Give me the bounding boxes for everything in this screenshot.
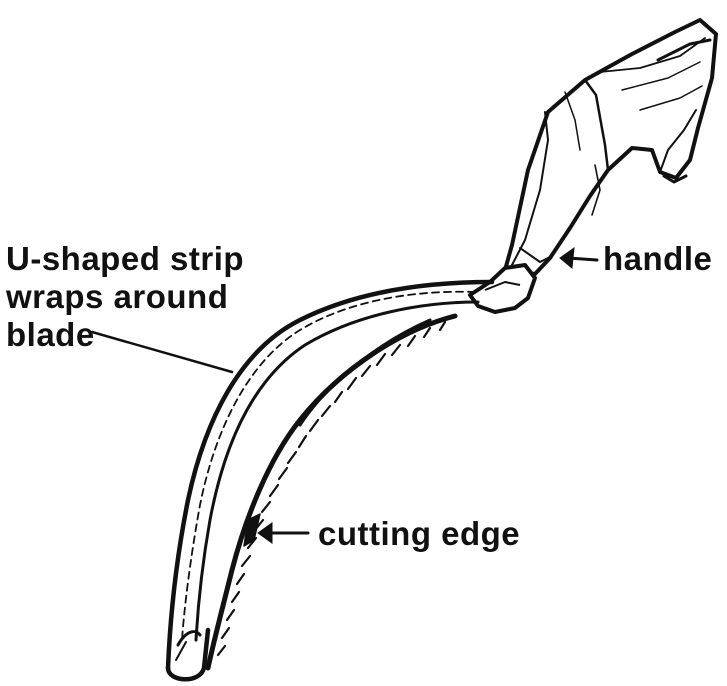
cutting-edge-arrow [258, 523, 308, 543]
strip-label-line-3: blade [6, 316, 244, 354]
neck-shape [470, 265, 535, 312]
handle-label: handle [603, 240, 712, 278]
strip-label-line-2: wraps around [6, 278, 244, 316]
cutting-edge-label: cutting edge [318, 515, 520, 553]
strip-label: U-shaped strip wraps around blade [6, 240, 244, 354]
handle-arrow [560, 248, 597, 268]
strip-label-line-1: U-shaped strip [6, 240, 244, 278]
handle-shape [505, 20, 716, 274]
